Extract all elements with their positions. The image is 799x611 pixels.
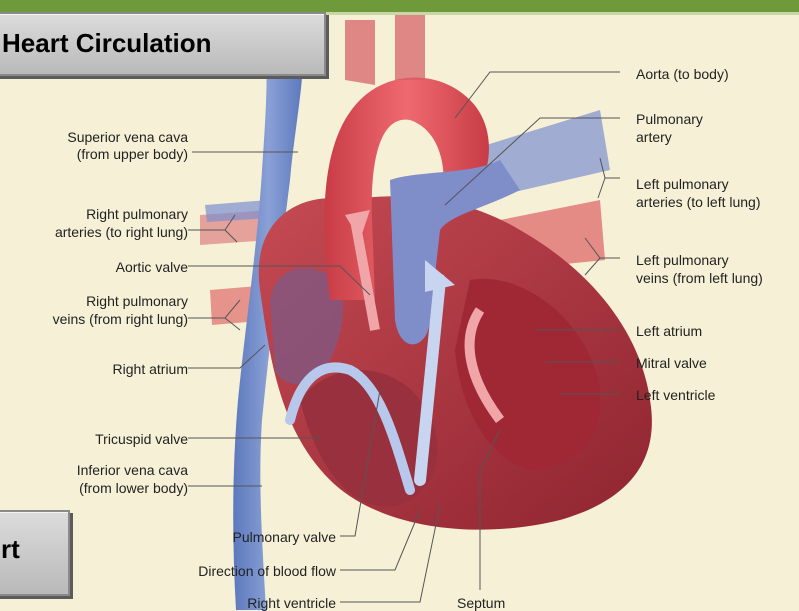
label-svc-2: (from upper body) [77, 146, 188, 162]
label-mitral-valve: Mitral valve [636, 355, 707, 371]
label-aorta: Aorta (to body) [636, 66, 729, 82]
label-left-pulm-veins-1: Left pulmonary [636, 252, 729, 268]
label-pulmonary-valve: Pulmonary valve [233, 529, 337, 545]
label-right-pulm-veins-1: Right pulmonary [86, 293, 188, 309]
label-left-pulm-arteries-1: Left pulmonary [636, 176, 729, 192]
label-left-pulm-veins-2: veins (from left lung) [636, 270, 763, 286]
label-right-atrium: Right atrium [113, 361, 188, 377]
label-svc-1: Superior vena cava [67, 129, 188, 145]
label-ivc-2: (from lower body) [79, 480, 188, 496]
label-pulmonary-artery-1: Pulmonary [636, 111, 703, 127]
label-left-atrium: Left atrium [636, 323, 702, 339]
label-pulmonary-artery-2: artery [636, 129, 672, 145]
subtitle-fragment: rt [1, 534, 20, 565]
subtitle-box: rt [0, 510, 70, 596]
label-blood-flow: Direction of blood flow [198, 563, 336, 579]
label-aortic-valve: Aortic valve [116, 259, 188, 275]
label-left-pulm-arteries-2: arteries (to left lung) [636, 194, 761, 210]
label-right-pulm-arteries-1: Right pulmonary [86, 206, 188, 222]
label-tricuspid-valve: Tricuspid valve [95, 431, 188, 447]
aorta-top-vessels [345, 20, 375, 85]
label-right-pulm-arteries-2: arteries (to right lung) [55, 224, 188, 240]
label-septum: Septum [457, 595, 505, 611]
label-right-ventricle: Right ventricle [247, 595, 336, 611]
label-right-pulm-veins-2: veins (from right lung) [53, 311, 188, 327]
label-left-ventricle: Left ventricle [636, 387, 715, 403]
page-title: Heart Circulation [2, 28, 212, 59]
title-box: Heart Circulation [0, 12, 326, 76]
label-ivc-1: Inferior vena cava [77, 462, 188, 478]
